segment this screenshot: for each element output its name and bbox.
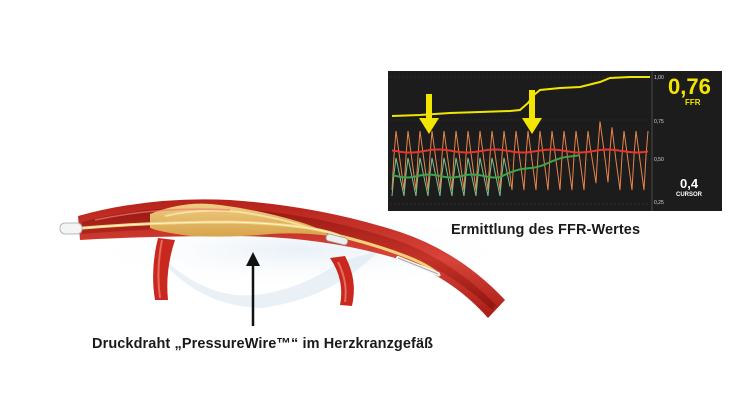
scale-tick: 0,75 xyxy=(654,119,664,125)
scale-tick: 0,50 xyxy=(654,157,664,163)
mean-distal-pressure xyxy=(391,154,581,179)
mean-aortic-pressure xyxy=(391,148,649,154)
ffr-monitor xyxy=(388,71,722,211)
up-arrow-icon xyxy=(246,252,260,326)
pressure-wire-caption: Druckdraht „PressureWire™“ im Herzkranzg… xyxy=(92,336,434,352)
down-arrow-icon xyxy=(522,90,542,134)
distal-waveform xyxy=(391,157,511,197)
scale-tick: 0,25 xyxy=(654,200,664,206)
ffr-value: 0,76 xyxy=(668,74,711,99)
vessel-branches xyxy=(153,238,354,306)
pressure-waveforms xyxy=(391,121,649,197)
down-arrow-icon xyxy=(419,94,439,134)
pressure-sensor xyxy=(325,233,349,246)
scale-tick: 1,00 xyxy=(654,75,664,81)
coronary-artery xyxy=(78,199,505,318)
cursor-label: CURSOR xyxy=(676,192,703,198)
catheter-tip xyxy=(59,222,83,235)
ffr-label: FFR xyxy=(685,98,701,107)
ffr-caption: Ermittlung des FFR-Wertes xyxy=(451,222,641,238)
cursor-value: 0,4 xyxy=(680,176,699,191)
aortic-waveform xyxy=(391,121,649,191)
pressure-wire xyxy=(59,220,442,278)
